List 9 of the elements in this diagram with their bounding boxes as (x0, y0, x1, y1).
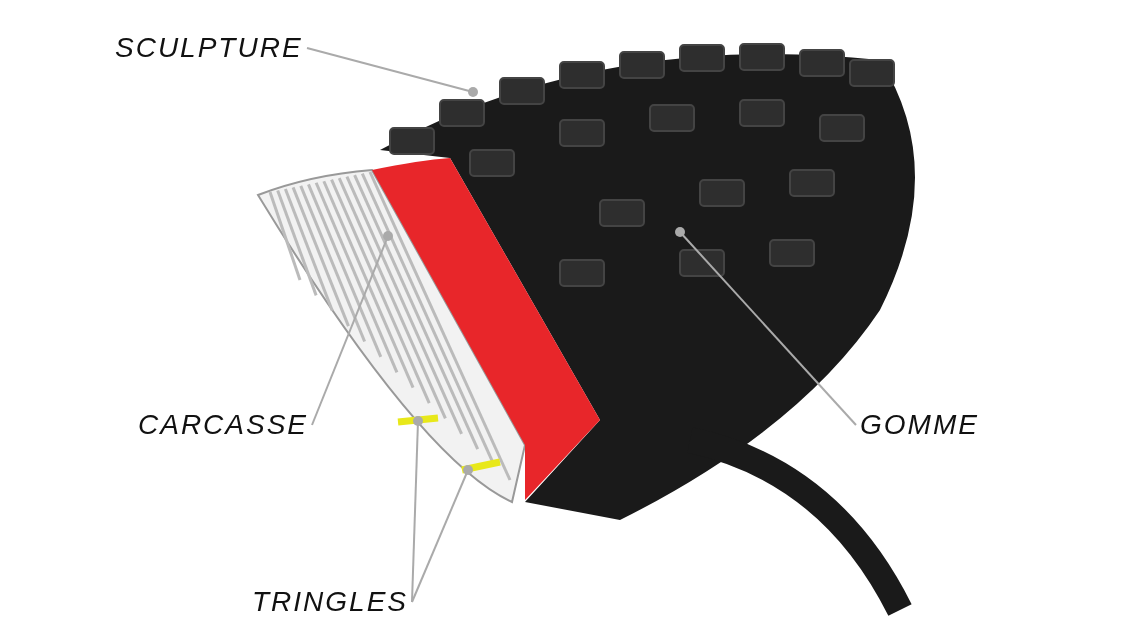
leader-line (411, 465, 473, 603)
part-label: SCULPTURE (115, 32, 303, 64)
leader-line (675, 227, 857, 426)
part-label: TRINGLES (252, 586, 409, 618)
part-label: GOMME (860, 409, 979, 441)
part-label: CARCASSE (138, 409, 309, 441)
leader-line (311, 231, 393, 426)
leader-line (411, 416, 423, 603)
leader-line (306, 47, 478, 97)
